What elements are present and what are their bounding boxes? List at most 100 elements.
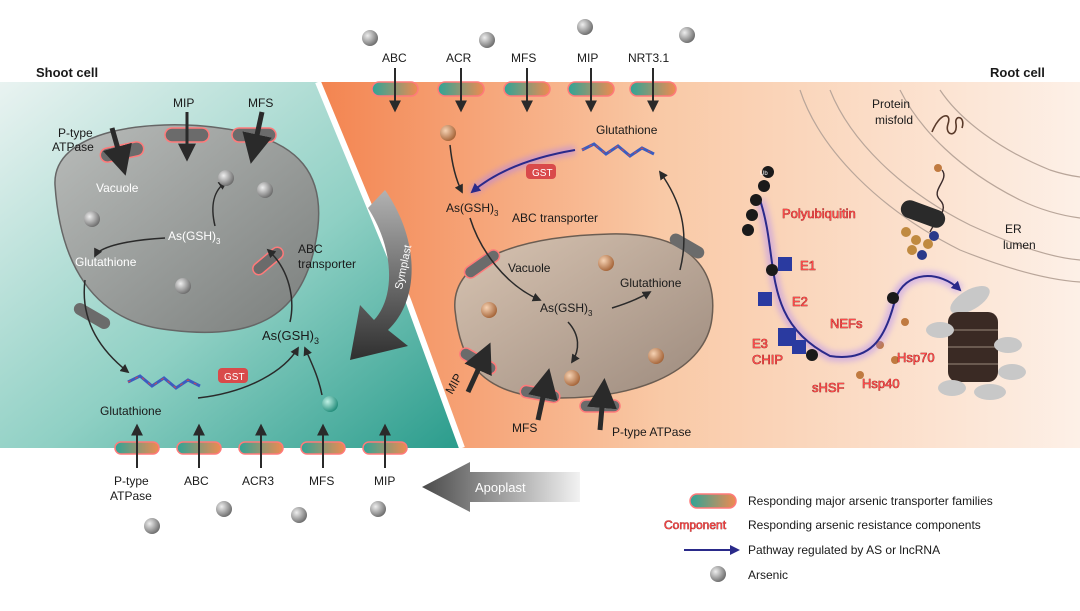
root-vac-transporter-abc-left	[463, 249, 501, 279]
shoot-cell-label: Shoot cell	[36, 65, 98, 80]
root-arrow-asgsh-down	[567, 321, 580, 364]
ub-dot	[806, 349, 818, 361]
root-vac-transporter-abc-right	[669, 233, 705, 259]
arrow-ptype-shoot	[102, 127, 132, 176]
legend-arsenic-text: Arsenic	[748, 568, 788, 582]
e2-block	[758, 292, 772, 306]
arsenic-atom	[577, 19, 593, 35]
glutathione-molecule-root-accent	[581, 143, 655, 157]
arsenic-atom-brown	[481, 302, 497, 318]
e1-label: E1	[800, 258, 816, 273]
ub-dot	[887, 292, 899, 304]
shoot-ptype-label-1: P-type	[58, 126, 93, 140]
arsenic-atom	[175, 278, 191, 294]
arsenic-atom	[218, 170, 234, 186]
orange-dot	[891, 356, 899, 364]
root-vacuole-label: Vacuole	[508, 261, 551, 275]
shoot-glutathione-inner: Glutathione	[75, 255, 137, 269]
shoot-cycle-from-bottom	[303, 346, 323, 396]
root-top-mip-label: MIP	[577, 51, 598, 65]
root-top-abc-label: ABC	[382, 51, 407, 65]
arsenic-atom-brown	[598, 255, 614, 271]
shoot-inner-cycle-a	[94, 237, 166, 258]
shoot-cycle-to-asgsh	[197, 346, 299, 399]
arrow-into-vac-ptype	[586, 378, 617, 431]
root-gst-badge	[526, 164, 556, 179]
shoot-gst-label: GST	[224, 372, 245, 383]
arsenic-atom	[679, 27, 695, 43]
er-lumen-label-2: lumen	[1003, 238, 1036, 252]
er-membrane	[799, 89, 1080, 283]
root-top-acr-label: ACR	[446, 51, 472, 65]
shoot-as-gsh-inner: As(GSH)3	[168, 229, 221, 246]
arsenic-atom-teal	[322, 396, 338, 412]
ub-label: Ub	[760, 171, 768, 177]
er-membrane	[899, 89, 1080, 219]
legend-arsenic-swatch	[710, 566, 726, 582]
shoot-bottom-mfs-label: MFS	[309, 474, 334, 488]
chip-label: CHIP	[752, 352, 783, 367]
polyubiquitin-label: Polyubiquitin	[782, 206, 856, 221]
arsenic-atom	[84, 211, 100, 227]
shoot-mfs-label: MFS	[248, 96, 273, 110]
glutathione-molecule-shoot-accent	[127, 375, 201, 389]
legend-transporter-text: Responding major arsenic transporter fam…	[748, 494, 993, 508]
symplast-arrow	[350, 190, 412, 360]
substrate-cluster	[901, 227, 939, 260]
arrow-into-vac-mip	[464, 342, 492, 394]
root-arrow-down-to-asgsh	[449, 144, 463, 194]
panel-divider	[315, 80, 465, 450]
arsenic-atom	[479, 32, 495, 48]
shoot-bottom-ptype-label: P-type	[114, 474, 149, 488]
hsp40-label: Hsp40	[862, 376, 900, 391]
shoot-bottom-abc-label: ABC	[184, 474, 209, 488]
shoot-abc-label-2: transporter	[298, 257, 356, 271]
e1-block	[778, 257, 792, 271]
arrow-into-vac-mfs	[528, 368, 558, 421]
shoot-cycle-glutathione-down	[83, 279, 130, 374]
root-cell-label: Root cell	[990, 65, 1045, 80]
orange-dot	[901, 318, 909, 326]
orange-dot	[856, 371, 864, 379]
hsp70-label: Hsp70	[897, 350, 935, 365]
root-ptype-label: P-type ATPase	[612, 425, 691, 439]
ub-chain	[742, 166, 774, 236]
root-glutathione-vac: Glutathione	[620, 276, 682, 290]
nefs-label: NEFs	[830, 316, 863, 331]
ub-dot	[766, 264, 778, 276]
shoot-vacuole	[54, 124, 320, 334]
shoot-vac-transporter-lower	[73, 303, 111, 329]
root-abc-transporter-label: ABC transporter	[512, 211, 598, 225]
root-mfs-label: MFS	[512, 421, 537, 435]
er-lumen-label-1: ER	[1005, 222, 1022, 236]
root-as-gsh-vac: As(GSH)3	[540, 301, 593, 318]
root-glutathione-top: Glutathione	[596, 123, 658, 137]
shoot-bottom-mip-label: MIP	[374, 474, 395, 488]
er-membrane	[829, 89, 1080, 261]
root-top-nrt-label: NRT3.1	[628, 51, 669, 65]
shsf-label: sHSF	[812, 380, 845, 395]
root-top-mfs-label: MFS	[511, 51, 536, 65]
shoot-ptype-label-2: ATPase	[52, 140, 94, 154]
shoot-as-gsh-outer: As(GSH)3	[262, 328, 319, 346]
legend-component-word: Component	[664, 518, 727, 532]
root-arrow-glutathione-up	[658, 170, 685, 271]
arsenic-atom-brown	[440, 125, 456, 141]
protein-misfold-label-1: Protein	[872, 97, 910, 111]
apoplast-arrow	[422, 462, 580, 512]
e3-block	[778, 328, 796, 346]
arsenic-atom	[257, 182, 273, 198]
shoot-mip-label: MIP	[173, 96, 194, 110]
legend-pathway-text: Pathway regulated by AS or lncRNA	[748, 543, 940, 557]
arsenic-atom	[370, 501, 386, 517]
arsenic-atom	[144, 518, 160, 534]
er-membrane	[939, 89, 1080, 178]
legend-transporter-swatch	[689, 493, 737, 509]
e2-label: E2	[792, 294, 808, 309]
arsenic-atom	[291, 507, 307, 523]
shoot-bottom-acr3-label: ACR3	[242, 474, 274, 488]
shoot-gst-badge	[218, 368, 248, 383]
proteasome	[926, 286, 1026, 400]
